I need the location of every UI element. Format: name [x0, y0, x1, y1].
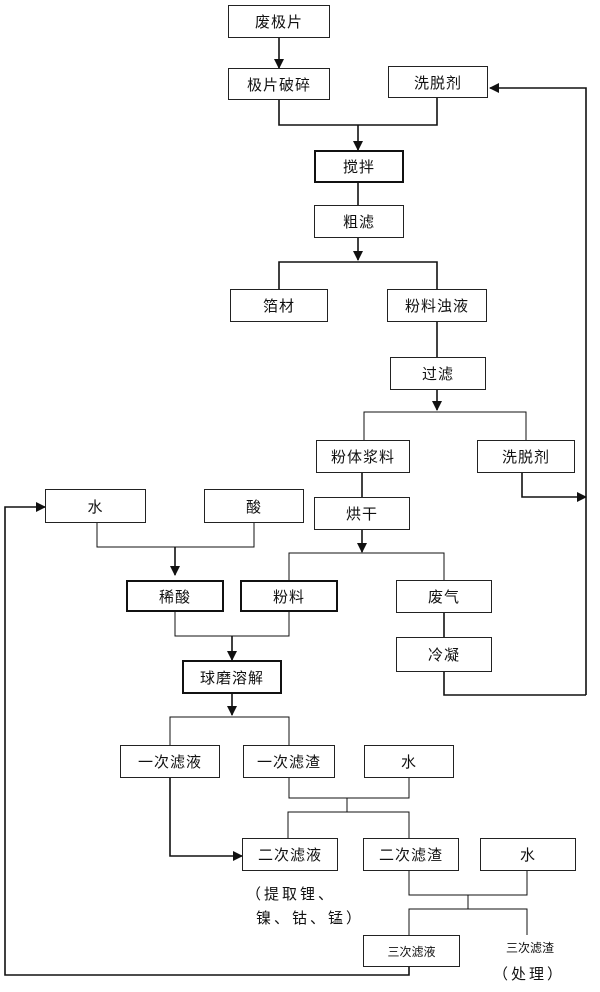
box-dilute-acid: 稀酸	[126, 580, 224, 612]
box-water-3: 水	[480, 838, 576, 871]
box-filtrate-1: 一次滤液	[120, 745, 220, 778]
box-ball-mill: 球磨溶解	[182, 660, 282, 694]
box-filtrate-3: 三次滤液	[363, 935, 460, 967]
box-powder: 粉料	[240, 580, 338, 612]
box-detergent-2: 洗脱剂	[477, 440, 575, 473]
box-waste-gas: 废气	[396, 580, 492, 613]
box-condense: 冷凝	[396, 637, 492, 672]
box-coarse-filter: 粗滤	[314, 205, 404, 238]
box-filtrate-2: 二次滤液	[242, 838, 338, 871]
box-residue-2: 二次滤渣	[363, 838, 459, 871]
box-powder-paste: 粉体浆料	[316, 440, 410, 473]
box-powder-slurry: 粉料浊液	[387, 289, 487, 322]
box-water-2: 水	[364, 745, 454, 778]
box-waste-pole-piece: 废极片	[228, 5, 330, 38]
note-extract-line1: （提取锂、	[246, 885, 337, 903]
box-foil: 箔材	[230, 289, 328, 322]
label-residue-3: 三次滤渣	[490, 935, 570, 959]
box-acid: 酸	[204, 489, 304, 523]
box-detergent-1: 洗脱剂	[388, 66, 488, 98]
box-water-1: 水	[45, 489, 146, 523]
note-process: （处理）	[493, 965, 566, 983]
box-dry: 烘干	[314, 497, 410, 530]
box-residue-1: 一次滤渣	[243, 745, 335, 778]
box-crush: 极片破碎	[228, 68, 330, 100]
box-filter: 过滤	[390, 357, 486, 390]
note-extract-line2: 镍、钴、锰）	[256, 909, 365, 927]
box-stir: 搅拌	[314, 150, 404, 183]
